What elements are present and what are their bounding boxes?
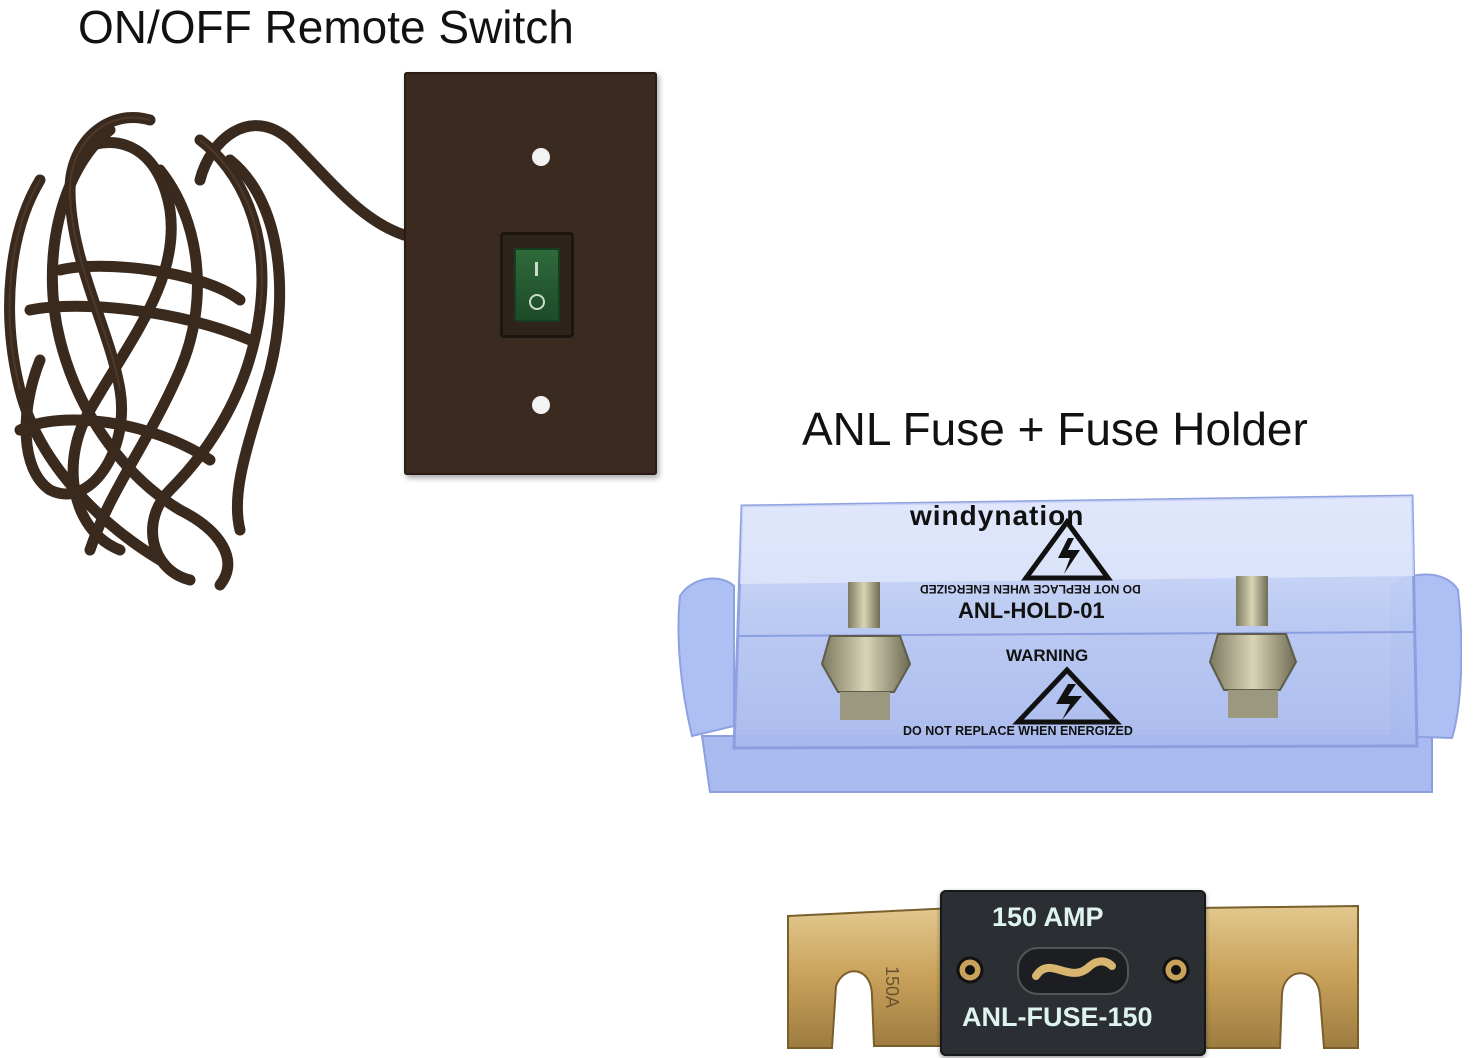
- fuse-element-icon: [956, 947, 1190, 995]
- fuse-rating-label: 150 AMP: [992, 902, 1104, 932]
- brand-label: windynation: [910, 500, 1085, 531]
- fuse-holder: windynation DO NOT REPLACE WHEN ENERGIZE…: [672, 486, 1462, 802]
- fuse-blades: [787, 904, 1359, 1049]
- rocker-switch[interactable]: [514, 248, 560, 322]
- switch-caption: ON/OFF Remote Switch: [78, 1, 574, 53]
- screw-hole-top: [532, 148, 550, 166]
- warning-label: WARNING: [1006, 646, 1089, 665]
- fuse-part-label: ANL-FUSE-150: [962, 1002, 1153, 1032]
- anl-fuse: 150 AMP ANL-FUSE-150 150A: [784, 886, 1362, 1058]
- on-mark-icon: [535, 262, 538, 276]
- fuse-caption: ANL Fuse + Fuse Holder: [802, 403, 1308, 455]
- switch-plate: [404, 72, 657, 475]
- coiled-cable: [4, 112, 410, 591]
- screw-hole-bottom: [532, 396, 550, 414]
- blade-mark: 150A: [882, 966, 902, 1009]
- model-label: ANL-HOLD-01: [958, 598, 1105, 623]
- off-mark-icon: [529, 294, 545, 310]
- fuse-holder-body: [677, 494, 1462, 793]
- rocker-bezel: [500, 232, 574, 338]
- fuse-body: 150 AMP ANL-FUSE-150: [940, 890, 1206, 1056]
- warning-notice: DO NOT REPLACE WHEN ENERGIZED: [903, 724, 1133, 738]
- mirrored-warning-label: DO NOT REPLACE WHEN ENERGIZED: [920, 582, 1141, 596]
